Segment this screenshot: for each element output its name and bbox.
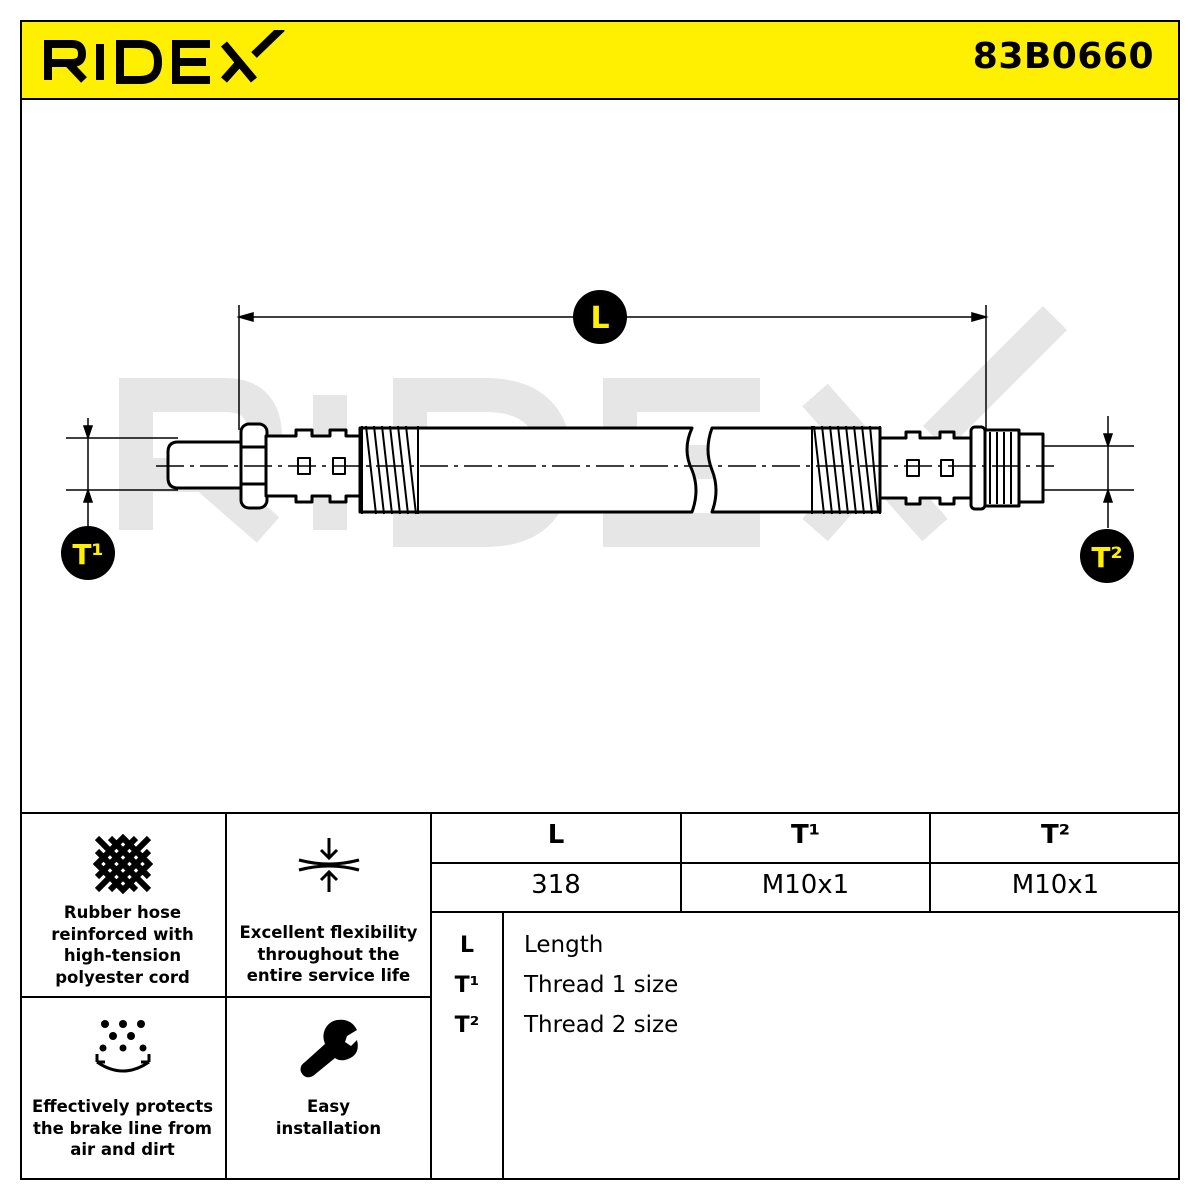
length-marker-label: L bbox=[590, 301, 609, 336]
legend-divider bbox=[502, 913, 504, 1180]
spec-value-length: 318 bbox=[531, 870, 581, 900]
feature-cell-protection: Effectively protects the brake line from… bbox=[20, 998, 227, 1180]
thread2-marker-label: T² bbox=[1091, 541, 1122, 574]
feature-cell-reinforced: Rubber hose reinforced with high-tension… bbox=[20, 814, 227, 998]
wrench-icon bbox=[300, 1019, 358, 1078]
spec-header-length: L bbox=[547, 820, 565, 850]
header-bar bbox=[20, 20, 1180, 100]
spec-table-bottom-line bbox=[432, 911, 1180, 913]
legend-key-thread2: T² bbox=[454, 1013, 480, 1038]
feature-text-reinforced: Rubber hose reinforced with high-tension… bbox=[51, 903, 194, 987]
ridex-logo bbox=[44, 30, 285, 84]
spec-table-col-divider-2 bbox=[929, 814, 931, 913]
legend-label-length: Length bbox=[524, 932, 604, 958]
feature-cell-flexibility: Excellent flexibility throughout the ent… bbox=[227, 814, 432, 998]
legend-label-thread1: Thread 1 size bbox=[524, 972, 679, 998]
thread2-marker bbox=[1080, 529, 1134, 583]
spec-table-header-line bbox=[432, 862, 1180, 864]
spec-value-thread1: M10x1 bbox=[761, 870, 850, 900]
part-number: 83B0660 bbox=[972, 36, 1154, 77]
feature-text-protection: Effectively protects the brake line from… bbox=[31, 1097, 214, 1159]
spec-header-thread2: T² bbox=[1040, 820, 1071, 850]
feature-text-installation: Easy installation bbox=[275, 1097, 382, 1138]
legend-key-thread1: T¹ bbox=[454, 973, 480, 998]
length-marker bbox=[573, 290, 627, 344]
legend-label-thread2: Thread 2 size bbox=[524, 1012, 679, 1038]
thread2-dimension bbox=[1042, 416, 1134, 528]
feature-text-flexibility: Excellent flexibility throughout the ent… bbox=[239, 923, 418, 985]
legend-key-length: L bbox=[459, 933, 475, 958]
section-divider bbox=[20, 812, 1180, 814]
spec-header-thread1: T¹ bbox=[790, 820, 821, 850]
feature-cell-installation: Easy installation bbox=[227, 998, 432, 1180]
thread1-dimension bbox=[66, 418, 178, 530]
spec-table-col-divider-1 bbox=[680, 814, 682, 913]
woven-mesh-icon bbox=[92, 834, 153, 894]
hose-drawing: L T¹ T² bbox=[61, 290, 1134, 583]
particles-shield-icon bbox=[95, 1020, 150, 1073]
compression-arrows-icon bbox=[298, 838, 359, 892]
brake-hose bbox=[166, 422, 1045, 515]
thread1-marker-label: T¹ bbox=[72, 538, 103, 571]
spec-value-thread2: M10x1 bbox=[1011, 870, 1100, 900]
thread1-marker bbox=[61, 526, 115, 580]
